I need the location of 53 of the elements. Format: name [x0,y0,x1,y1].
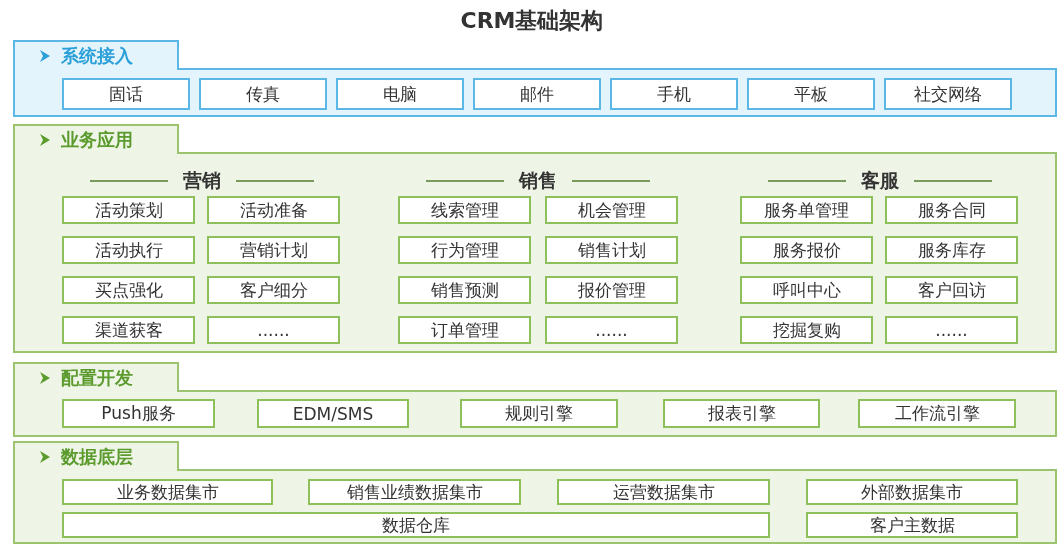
section-heading: 业务应用 [61,128,133,152]
module-box: Push服务 [62,399,215,428]
module-box: 销售业绩数据集市 [308,479,521,505]
module-box: 活动准备 [207,196,340,224]
module-box: 客户细分 [207,276,340,304]
module-box: 固话 [62,78,190,110]
module-box: 渠道获客 [62,316,195,344]
layer-section [13,441,1057,544]
module-box: 业务数据集市 [62,479,273,505]
module-box: 客户主数据 [806,512,1018,538]
module-box: 销售计划 [545,236,678,264]
module-box: 服务合同 [885,196,1018,224]
section-heading: 数据底层 [61,445,133,469]
diagram-title: CRM基础架构 [459,7,605,35]
module-box: 电脑 [336,78,464,110]
module-box: 报表引擎 [663,399,820,428]
module-box: 线索管理 [398,196,531,224]
group-heading: 客服 [860,168,900,193]
module-box: 邮件 [473,78,601,110]
module-box: 外部数据集市 [806,479,1018,505]
layer-section [13,40,1057,117]
group-heading: 销售 [517,168,558,193]
module-box: 工作流引擎 [858,399,1016,428]
module-box: 社交网络 [884,78,1012,110]
module-box: 手机 [610,78,738,110]
layer-section [13,362,1057,437]
module-box: 数据仓库 [62,512,770,538]
module-box: 机会管理 [545,196,678,224]
module-box: ...... [545,316,678,344]
module-box: 报价管理 [545,276,678,304]
module-box: 平板 [747,78,875,110]
module-box: 服务报价 [740,236,873,264]
module-box: 营销计划 [207,236,340,264]
module-box: EDM/SMS [257,399,409,428]
section-heading: 配置开发 [61,366,133,390]
module-box: 客户回访 [885,276,1018,304]
group-heading: 营销 [182,168,222,193]
module-box: 服务库存 [885,236,1018,264]
module-box: 服务单管理 [740,196,873,224]
module-box: 运营数据集市 [557,479,770,505]
module-box: 挖掘复购 [740,316,873,344]
module-box: 活动策划 [62,196,195,224]
module-box: 呼叫中心 [740,276,873,304]
module-box: 行为管理 [398,236,531,264]
module-box: 规则引擎 [460,399,618,428]
module-box: 传真 [199,78,327,110]
section-heading: 系统接入 [61,44,133,68]
module-box: 销售预测 [398,276,531,304]
module-box: 买点强化 [62,276,195,304]
module-box: 订单管理 [398,316,531,344]
module-box: 活动执行 [62,236,195,264]
module-box: ...... [207,316,340,344]
module-box: ...... [885,316,1018,344]
